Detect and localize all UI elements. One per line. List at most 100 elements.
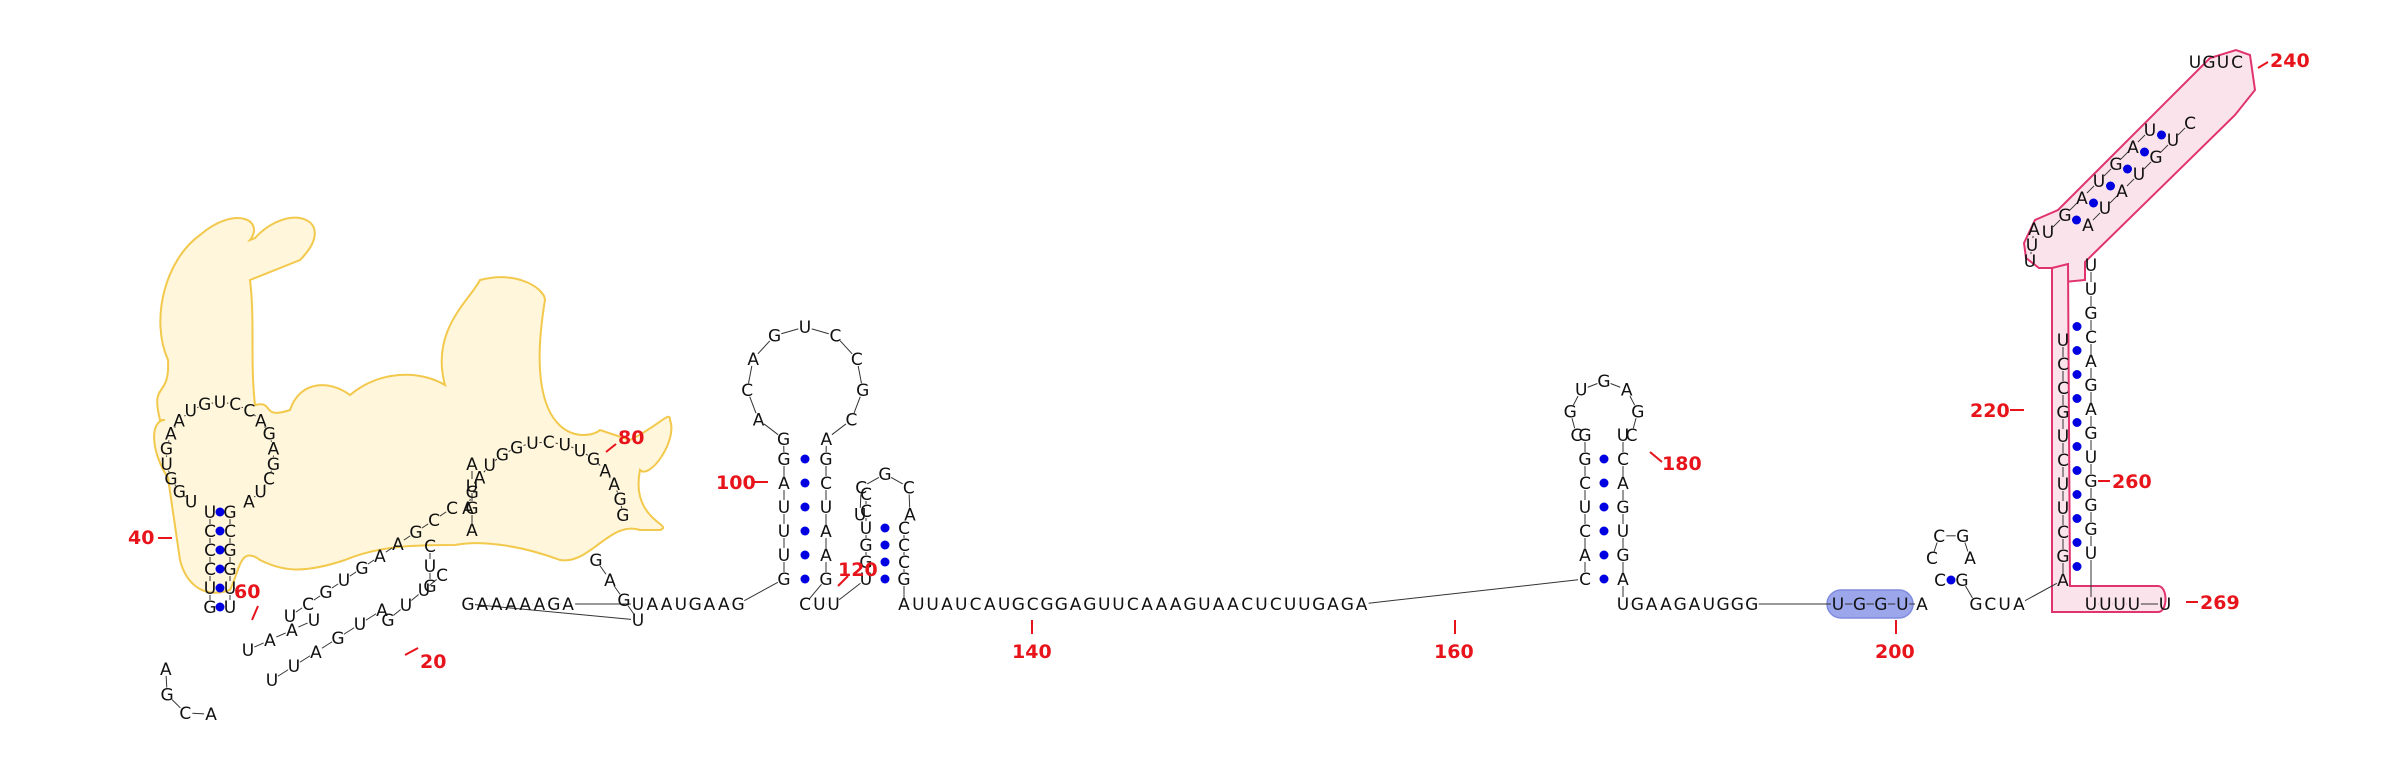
- backbone-nucleotide: U: [1098, 595, 1110, 615]
- loop-nucleotide: A: [753, 411, 765, 431]
- label-220: 220: [1970, 400, 2010, 422]
- tail-nucleotide: U: [2113, 595, 2125, 615]
- domain1-loop-nucleotide: G: [616, 506, 629, 526]
- loop-nucleotide: C: [846, 411, 858, 431]
- domain1-nucleotide: G: [223, 503, 236, 523]
- backbone-nucleotide: A: [1327, 595, 1339, 615]
- hairpin-nucleotide: A: [820, 522, 832, 542]
- backbone-bond: [811, 328, 829, 335]
- domain1-nucleotide: C: [428, 511, 440, 531]
- domain1-nucleotide: U: [224, 579, 236, 599]
- hairpin-nucleotide: U: [1617, 426, 1629, 446]
- domain1-nucleotide: A: [374, 547, 386, 567]
- backbone-bond: [254, 414, 256, 417]
- backbone-bond: [2103, 168, 2112, 177]
- highlight-pink-column: [2051, 262, 2167, 613]
- base-pair-dot: [2072, 215, 2081, 225]
- hairpin-nucleotide: U: [778, 522, 790, 542]
- backbone-bond: [277, 669, 289, 677]
- base-pair-dot: [1599, 550, 1609, 560]
- tail-nucleotide: U: [2159, 595, 2171, 615]
- backbone-nucleotide: U: [813, 595, 825, 615]
- backbone-bond: [781, 328, 799, 335]
- domain1-loop-nucleotide: G: [198, 395, 211, 415]
- backbone-nucleotide: G: [1312, 595, 1325, 615]
- base-pair-dot: [1599, 574, 1609, 584]
- domain1-loop-nucleotide: U: [185, 402, 197, 422]
- backbone-nucleotide: A: [718, 595, 730, 615]
- backbone-bond: [1587, 383, 1598, 388]
- hairpin-nucleotide: U: [1617, 522, 1629, 542]
- backbone-nucleotide: A: [519, 595, 531, 615]
- backbone-nucleotide: G: [1631, 595, 1644, 615]
- backbone-nucleotide: G: [1969, 595, 1982, 615]
- backbone-bond: [523, 444, 526, 446]
- backbone-bond: [1368, 579, 1579, 604]
- label-100: 100: [716, 472, 756, 494]
- backbone-bond: [2109, 195, 2118, 204]
- base-pair-dot: [215, 583, 225, 593]
- domain1-nucleotide: U: [204, 579, 216, 599]
- backbone-nucleotide: U: [827, 595, 839, 615]
- label-20: 20: [420, 651, 446, 673]
- loop-nucleotide: G: [768, 327, 781, 347]
- stem-nucleotide: G: [2084, 376, 2097, 396]
- domain1-nucleotide: A: [160, 660, 172, 680]
- backbone-bond: [295, 607, 303, 613]
- domain1-loop-nucleotide: C: [229, 395, 241, 415]
- backbone-bond: [2143, 161, 2152, 170]
- label-260: 260: [2112, 471, 2152, 493]
- backbone-bond: [474, 604, 632, 620]
- backbone-nucleotide: A: [1156, 595, 1168, 615]
- backbone-bond: [411, 594, 419, 601]
- base-pair-dot: [2072, 346, 2082, 355]
- domain1-nucleotide: U: [418, 581, 430, 601]
- arm-nucleotide: G: [2149, 148, 2162, 168]
- backbone-bond: [365, 613, 377, 621]
- backbone-bond: [184, 495, 187, 498]
- base-pair-dot: [1946, 575, 1956, 585]
- backbone-bond: [1632, 418, 1637, 429]
- backbone-nucleotide: U: [1298, 595, 1310, 615]
- domain1-loop-nucleotide: U: [185, 493, 197, 513]
- stem-nucleotide: G: [2084, 472, 2097, 492]
- base-pair-dot: [880, 574, 890, 584]
- arm-nucleotide: C: [2184, 114, 2196, 134]
- backbone-bond: [608, 475, 611, 479]
- backbone-bond: [2024, 582, 2058, 602]
- backbone-bond: [1629, 395, 1636, 406]
- domain1-loop-nucleotide: G: [587, 450, 600, 470]
- domain1-nucleotide: C: [204, 560, 216, 580]
- domain1-loop-nucleotide: G: [614, 490, 627, 510]
- backbone-bond: [483, 470, 486, 473]
- domain1-nucleotide: U: [424, 557, 436, 577]
- backbone-bond: [343, 627, 355, 635]
- domain1-nucleotide: G: [319, 583, 332, 603]
- loop-nucleotide: G: [1631, 402, 1644, 422]
- base-pair-dot: [2072, 538, 2082, 547]
- hairpin-nucleotide: G: [1616, 498, 1629, 518]
- domain1-nucleotide: G: [617, 591, 630, 611]
- backbone-bond: [890, 476, 904, 485]
- loop-nucleotide: C: [851, 350, 863, 370]
- backbone-nucleotide: G: [1731, 595, 1744, 615]
- backbone-nucleotide: U: [632, 595, 644, 615]
- hairpin-nucleotide: U: [860, 519, 872, 539]
- base-pair-dot: [2072, 562, 2082, 571]
- stem-nucleotide: A: [2057, 571, 2069, 591]
- backbone-nucleotide: A: [704, 595, 716, 615]
- backbone-nucleotide: G: [1745, 595, 1758, 615]
- domain1-nucleotide: G: [423, 577, 436, 597]
- hairpin-nucleotide: C: [1579, 522, 1591, 542]
- domain1-loop-nucleotide: G: [267, 455, 280, 475]
- backbone-nucleotide: U: [998, 595, 1010, 615]
- hairpin-nucleotide: G: [1955, 571, 1968, 591]
- domain1-loop-nucleotide: U: [214, 393, 226, 413]
- domain1-nucleotide: A: [392, 535, 404, 555]
- base-pair-dot: [2072, 442, 2082, 451]
- domain1-nucleotide: G: [381, 611, 394, 631]
- hairpin-nucleotide: C: [898, 536, 910, 556]
- base-pair-dot: [2072, 514, 2082, 523]
- backbone-bond: [2120, 151, 2129, 160]
- base-pair-dot: [800, 550, 810, 560]
